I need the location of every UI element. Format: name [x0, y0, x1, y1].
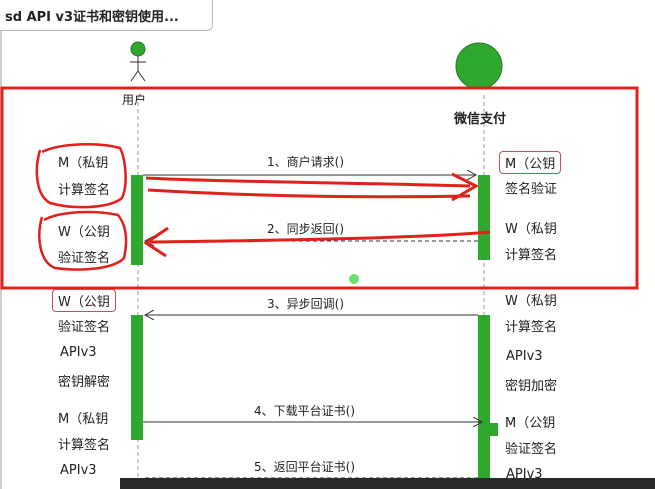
left-note-4-line-2: 密钥解密: [58, 375, 111, 390]
annotation-arrowhead-left: [143, 226, 169, 258]
wechatpay-actor-icon: [455, 42, 503, 90]
wechatpay-activation-self: [484, 423, 498, 436]
left-note-4-line-1: APIv3: [60, 345, 97, 360]
right-note-2-line-2: 计算签名: [505, 248, 558, 263]
left-note-6-line-1: APIv3: [60, 463, 97, 478]
message-label-4: 4、下载平台证书(): [252, 402, 357, 419]
message-label-5: 5、返回平台证书(): [252, 458, 357, 475]
left-note-3-line-1: W（公钥: [52, 289, 116, 312]
right-note-5-line-1: M（公钥: [505, 416, 556, 431]
right-note-5-line-2: 验证签名: [505, 442, 558, 457]
user-activation-1: [131, 175, 143, 265]
left-note-2-line-2: 验证签名: [58, 251, 111, 266]
right-note-4-line-2: 密钥加密: [505, 379, 558, 394]
annotation-arrow-left: [149, 230, 491, 244]
annotation-scribble-left-2: [38, 210, 128, 271]
wechatpay-activation-1: [478, 175, 490, 260]
user-activation-2: [131, 315, 143, 440]
annotation-arrow-right: [145, 176, 471, 199]
wechatpay-activation-2: [478, 315, 490, 489]
bottom-dark-strip: [120, 478, 655, 489]
diagram-title: sd API v3证书和密钥使用...: [5, 10, 179, 25]
highlight-rectangle: [0, 86, 639, 290]
message-label-1: 1、商户请求(): [265, 153, 346, 170]
right-note-4-line-1: APIv3: [506, 349, 543, 364]
user-actor-icon: [130, 41, 146, 82]
right-note-2-line-1: W（私钥: [505, 222, 557, 237]
actor-label-wechatpay: 微信支付: [454, 112, 507, 127]
left-note-1-line-1: M（私钥: [58, 156, 109, 171]
annotation-arrowhead-right: [451, 172, 480, 202]
message-label-2: 2、同步返回(): [265, 220, 346, 237]
diagram-title-tab: sd API v3证书和密钥使用...: [0, 0, 213, 31]
right-note-1-line-2: 签名验证: [505, 182, 558, 197]
annotation-scribble-left-1: [35, 142, 127, 209]
right-note-1-line-1: M（公钥: [499, 151, 562, 174]
message-label-3: 3、异步回调(): [265, 295, 346, 312]
left-note-2-line-1: W（公钥: [58, 225, 110, 240]
left-note-5-line-1: M（私钥: [58, 412, 109, 427]
right-note-3-line-1: W（私钥: [505, 294, 557, 309]
right-note-3-line-2: 计算签名: [505, 320, 558, 335]
left-note-5-line-2: 计算签名: [58, 438, 111, 453]
actor-label-user: 用户: [122, 93, 147, 107]
left-note-3-line-2: 验证签名: [58, 320, 111, 335]
left-note-1-line-2: 计算签名: [58, 183, 111, 198]
cursor-dot: [349, 274, 359, 284]
